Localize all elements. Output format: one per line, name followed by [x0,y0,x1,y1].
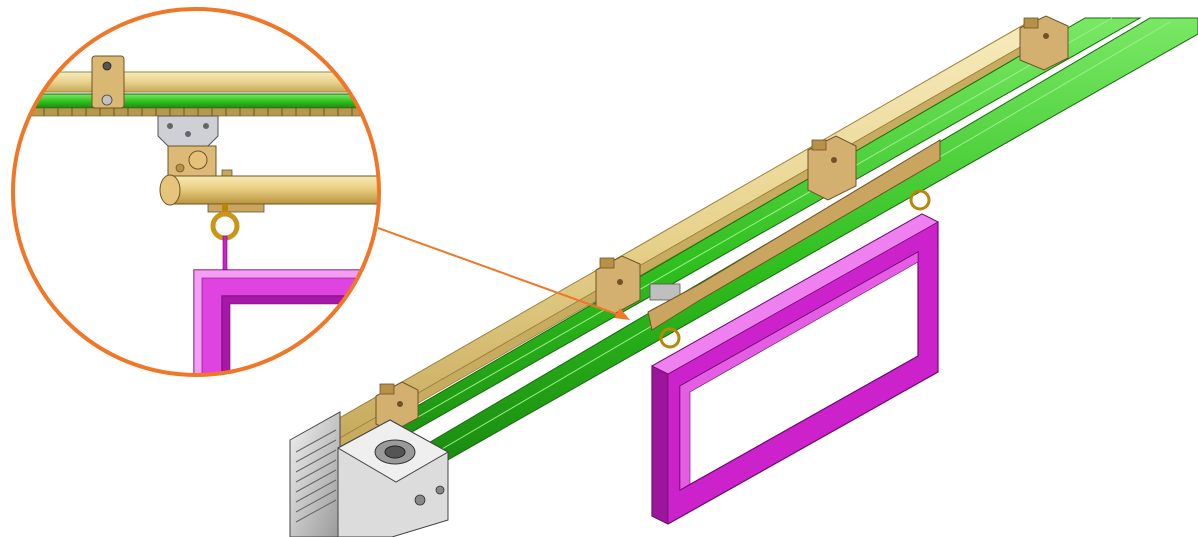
magnified-detail-circle-icon [11,7,381,377]
detail-rail [13,93,379,109]
bracket-1 [375,381,419,433]
bracket-3 [807,135,857,201]
gear-motor [289,411,450,537]
eye-bolt-left [659,327,681,349]
bracket-4 [1019,15,1069,71]
leader-arrow-icon [377,227,630,320]
hanging-frame [651,213,939,525]
main-assembly [289,15,1198,537]
bracket-2 [595,255,681,315]
detail-pipe [159,174,379,213]
detail-trolley [167,145,233,179]
detail-mount-plate [157,115,219,147]
detail-beam [13,71,379,93]
trolley-carriage [647,139,941,349]
detail-eye-bolt [210,204,240,271]
eye-bolt-right [909,189,931,211]
detail-rack [13,107,379,117]
detail-clamp [91,55,125,109]
detail-circle-border [11,7,381,377]
